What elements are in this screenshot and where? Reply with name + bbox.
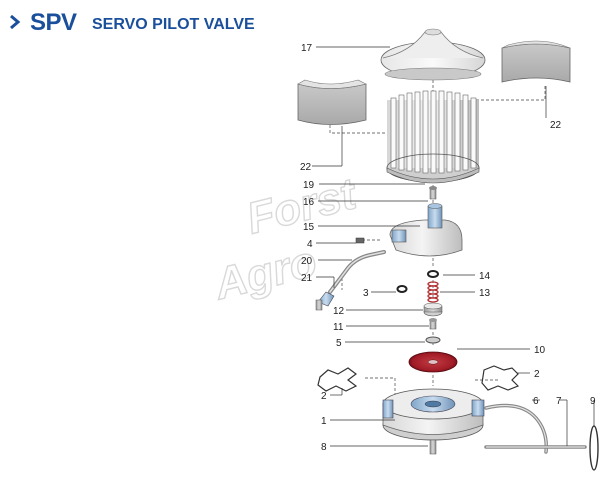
part-6-tube <box>484 403 549 454</box>
label-2-left: 2 <box>321 391 327 402</box>
label-13: 13 <box>479 288 491 299</box>
part-4-screw <box>355 237 365 244</box>
part-22-foam-right <box>501 40 571 83</box>
label-1: 1 <box>321 416 327 427</box>
part-19-cage <box>386 90 480 184</box>
part-10-diaphragm <box>408 351 458 373</box>
leader-lines <box>312 46 595 447</box>
label-17: 17 <box>301 43 313 54</box>
part-2-gasket-left <box>317 367 358 392</box>
label-11: 11 <box>333 322 344 333</box>
label-8: 8 <box>321 442 327 453</box>
part-20-tube <box>328 250 386 294</box>
part-13-spring <box>427 281 439 303</box>
part-16-screw <box>429 186 437 200</box>
part-labels: 17 22 22 19 16 15 4 20 21 14 3 13 12 11 … <box>300 43 596 453</box>
part-3-o-ring <box>396 285 408 293</box>
label-22-right: 22 <box>550 120 562 131</box>
watermark: Forst Agro <box>208 168 363 310</box>
part-17-cover <box>380 28 486 81</box>
label-19: 19 <box>303 180 315 191</box>
label-20: 20 <box>301 256 313 267</box>
part-2-gasket-right <box>481 365 520 391</box>
label-21: 21 <box>301 273 313 284</box>
label-4: 4 <box>307 239 313 250</box>
label-7: 7 <box>556 396 562 407</box>
part-15-valve-head <box>389 203 463 257</box>
product-name: SERVO PILOT VALVE <box>92 16 255 33</box>
part-12-piston <box>423 302 443 317</box>
label-2-right: 2 <box>534 369 540 380</box>
label-12: 12 <box>333 306 345 317</box>
chevron-right-icon <box>10 15 21 29</box>
label-15: 15 <box>303 222 315 233</box>
part-9-clamp-ring <box>589 425 599 471</box>
product-code: SPV <box>30 9 77 36</box>
part-14-ring <box>427 270 439 278</box>
label-10: 10 <box>534 345 546 356</box>
label-14: 14 <box>479 271 491 282</box>
part-21-elbow-fitting <box>315 291 335 311</box>
part-1-valve-body <box>382 388 485 441</box>
label-16: 16 <box>303 197 315 208</box>
part-11-screw <box>429 318 437 330</box>
part-8-fitting <box>429 439 437 455</box>
label-3: 3 <box>363 288 369 299</box>
label-5: 5 <box>336 338 342 349</box>
part-22-foam-left <box>297 79 367 125</box>
part-5-washer <box>425 336 441 344</box>
label-6: 6 <box>533 396 539 407</box>
label-9: 9 <box>590 396 596 407</box>
label-22-left: 22 <box>300 162 312 173</box>
